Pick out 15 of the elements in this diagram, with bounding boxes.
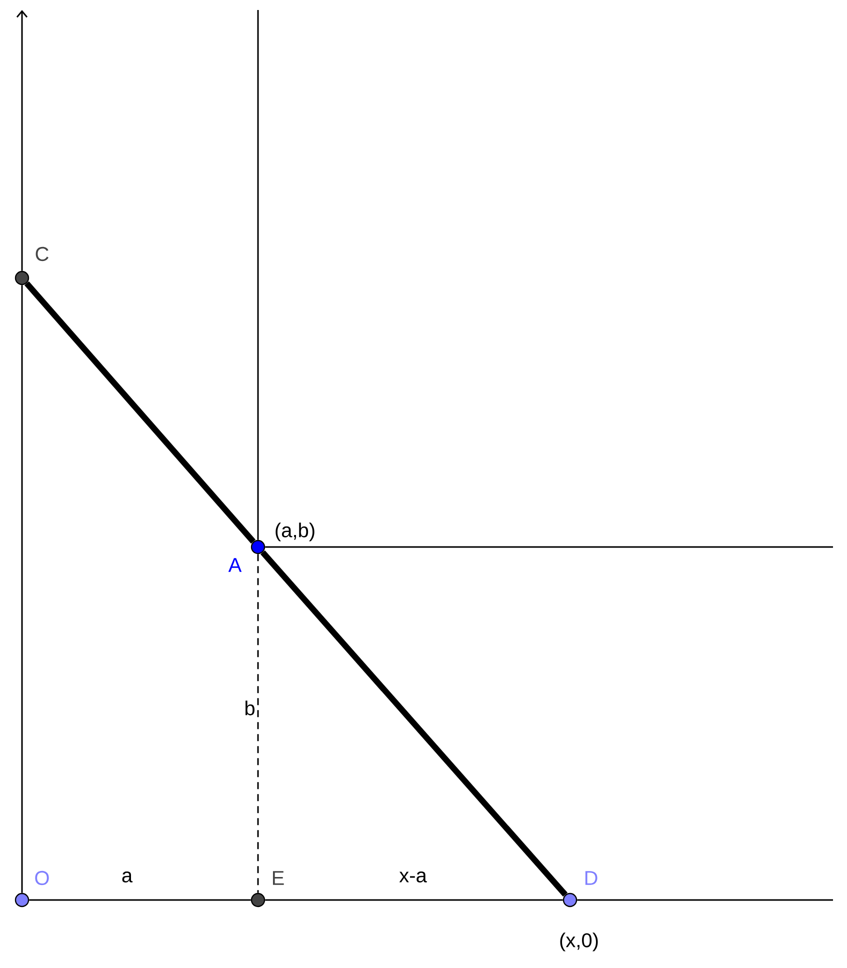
edge-label: b xyxy=(246,700,254,716)
edge-label: x-a xyxy=(399,872,427,882)
edge-label: a xyxy=(122,872,133,882)
thick-segment xyxy=(260,550,568,897)
segment xyxy=(29,899,251,901)
segment xyxy=(257,10,259,540)
segment xyxy=(265,899,563,901)
coordinate-label: (x,0) xyxy=(560,932,598,952)
segment xyxy=(257,554,259,893)
segment xyxy=(21,285,23,893)
axis-arrow xyxy=(16,10,28,271)
segment xyxy=(577,899,833,901)
segment xyxy=(265,546,833,548)
thick-segment xyxy=(24,281,256,544)
coordinate-label: (a,b) xyxy=(276,522,314,542)
